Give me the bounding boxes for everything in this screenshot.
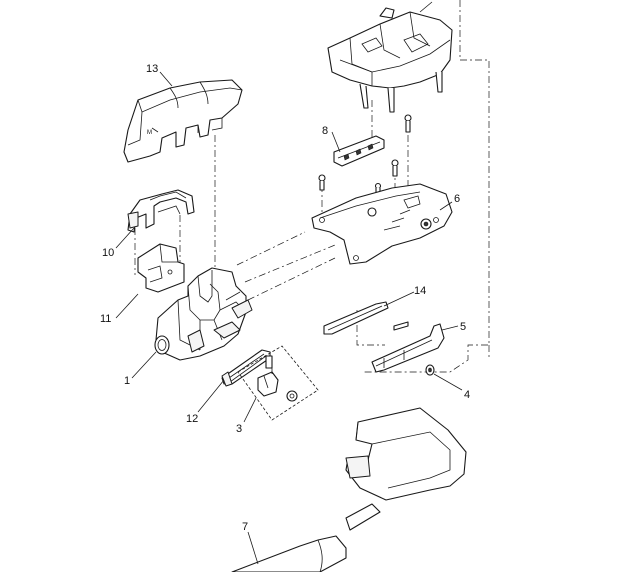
callout-1: 1	[124, 375, 130, 387]
part-6-pcb	[311, 183, 453, 265]
part-3-sensor-assembly	[237, 345, 319, 421]
callout-8: 8	[322, 125, 328, 137]
part-1-main-frame	[154, 267, 253, 361]
callout-7: 7	[242, 521, 248, 533]
part-7-flat-cable	[231, 503, 381, 572]
callout-10: 10	[102, 247, 114, 259]
part-10-bracket	[127, 189, 195, 233]
callout-12: 13	[146, 63, 158, 75]
leader-lines	[115, 71, 463, 565]
part-11-plate	[137, 243, 185, 293]
callout-3: 3	[236, 423, 242, 435]
flex-cable	[345, 407, 467, 501]
callout-6: 6	[454, 193, 460, 205]
callout-4: 4	[464, 389, 470, 401]
callout-11: 11	[100, 313, 111, 325]
part-4-roller	[425, 364, 435, 376]
callout-13: 12	[186, 413, 198, 425]
callout-14: 14	[414, 285, 426, 297]
part-14-strip	[323, 301, 389, 335]
part-8-connector	[333, 114, 412, 167]
callout-5: 5	[460, 321, 466, 333]
part-5-rail	[371, 321, 445, 373]
callout-labels: 13 8 6 10 11 14 5 1 4 12 3 7	[100, 63, 470, 533]
svg-text:M: M	[147, 130, 152, 136]
part-12-top-cover: M	[123, 79, 243, 163]
top-housing	[327, 1, 453, 113]
